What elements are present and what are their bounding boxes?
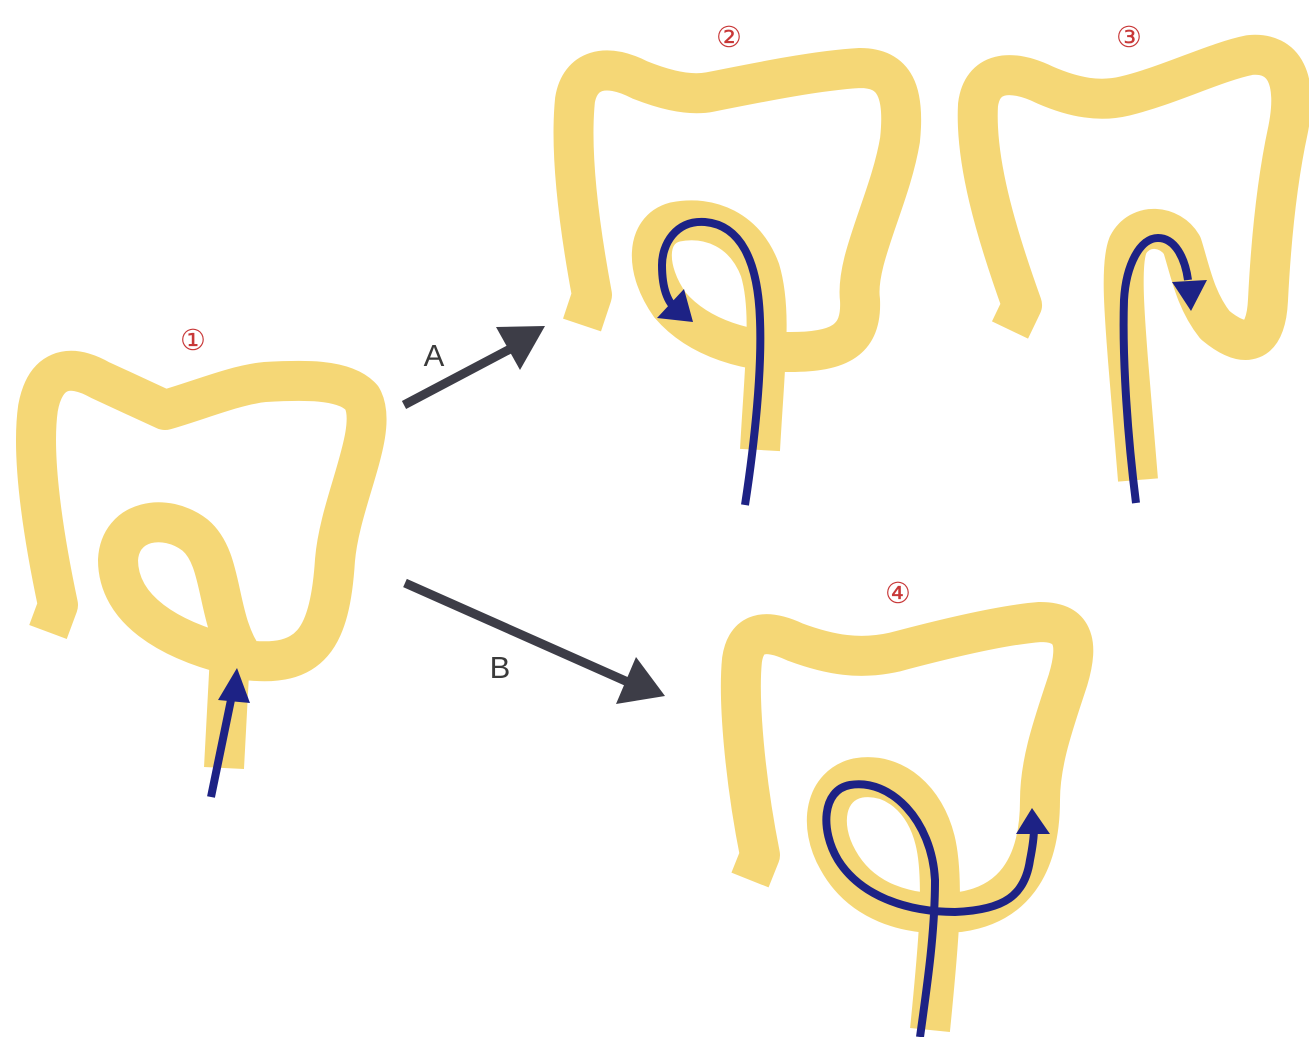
transition-a: A [404, 326, 545, 405]
panel-2-colon [574, 68, 902, 450]
panel-2-number: ② [716, 20, 742, 54]
transition-a-label: A [424, 338, 445, 373]
panel-4: ④ [741, 576, 1073, 1037]
transition-a-arrow [404, 348, 512, 405]
panel-2: ② [574, 20, 902, 505]
panel-3: ③ [978, 20, 1292, 503]
panel-1-number: ① [180, 323, 206, 357]
transition-b: B [405, 583, 665, 704]
panel-1: ① [36, 323, 367, 797]
panel-3-number: ③ [1116, 20, 1142, 54]
panel-1-colon [36, 371, 367, 768]
panel-4-number: ④ [885, 576, 911, 610]
panel-3-colon [978, 55, 1292, 480]
transition-b-arrow [405, 583, 630, 683]
transition-b-label: B [490, 650, 511, 685]
